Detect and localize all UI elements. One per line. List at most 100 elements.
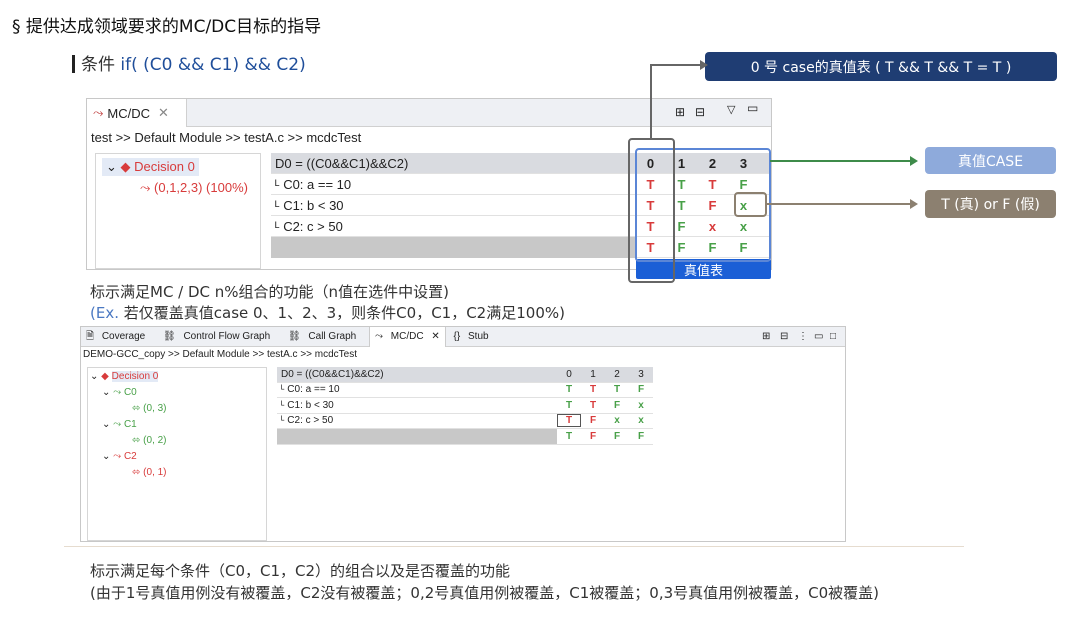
combo-label: (0,1,2,3) (100%): [154, 180, 248, 195]
case0-connector: [650, 64, 700, 139]
col-header: 1: [590, 368, 596, 380]
table-cell: x: [638, 399, 644, 411]
tf-arrowhead: [910, 199, 918, 209]
table-cell: x: [739, 218, 748, 234]
cell-highlight: [734, 192, 767, 217]
breadcrumb: DEMO-GCC_copy >> Default Module >> testA…: [83, 349, 358, 360]
header-label: D0 = ((C0&&C1)&&C2): [281, 368, 384, 380]
col-header: 3: [739, 155, 748, 171]
table-row[interactable]: ᴸ C0: a == 10 T T T F: [271, 174, 769, 195]
minimize-icon[interactable]: ▭: [814, 331, 824, 342]
table-cell: T: [646, 239, 655, 255]
caption-example: (Ex. 若仅覆盖真值case 0、1、2、3，则条件C0，C1，C2满足100…: [90, 302, 565, 323]
table-row[interactable]: ᴸ C2: c > 50 T F x x: [277, 414, 653, 429]
table-row-result[interactable]: T F F F: [277, 428, 653, 445]
table-cell: F: [589, 415, 597, 427]
tab-stub[interactable]: {} Stub: [453, 331, 489, 342]
tab-mcdc[interactable]: ⤳ MC/DC ✕: [87, 99, 187, 127]
table-cell: T: [677, 176, 686, 192]
tab-control-flow-graph[interactable]: ⛓ Control Flow Graph: [162, 331, 271, 342]
example-tag: (Ex.: [90, 304, 119, 322]
chevron-down-icon[interactable]: ⌄: [106, 159, 117, 174]
table-cell: F: [739, 176, 748, 192]
table-cell: T: [646, 197, 655, 213]
callout-true-false: T (真) or F (假): [925, 190, 1056, 218]
chevron-down-icon[interactable]: ⌄: [102, 387, 111, 398]
breadcrumb: test >> Default Module >> testA.c >> mcd…: [91, 130, 362, 145]
table-cell: T: [565, 384, 573, 396]
table-cell: T: [613, 384, 621, 396]
chevron-down-icon[interactable]: ⌄: [102, 419, 111, 430]
tree-item-combo[interactable]: ⤳ (0,1,2,3) (100%): [140, 180, 248, 196]
table-cell: T: [646, 176, 655, 192]
tree-item-decision[interactable]: ⌄ ◆ Decision 0: [102, 158, 199, 176]
view-menu-icon[interactable]: ⋮: [798, 331, 808, 342]
table-cell: T: [565, 430, 573, 442]
pair-icon: ⬄: [132, 467, 141, 478]
header-label: D0 = ((C0&&C1)&&C2): [275, 155, 409, 171]
tree-item-c1[interactable]: ⌄ ⤳ C1: [102, 419, 137, 430]
row-label: ᴸ C2: c > 50: [275, 218, 343, 234]
minimize-icon[interactable]: ▭: [747, 101, 759, 115]
table-row[interactable]: ᴸ C0: a == 10 T T T F: [277, 383, 653, 398]
decision-icon: ◆: [120, 159, 131, 174]
table-row[interactable]: ᴸ C1: b < 30 T T F x: [271, 195, 769, 216]
tree-item-c0[interactable]: ⌄ ⤳ C0: [102, 387, 137, 398]
tab-call-graph[interactable]: ⛓ Call Graph: [287, 331, 357, 342]
result-label: [271, 236, 635, 258]
table-cell: T: [589, 384, 597, 396]
table-row-result[interactable]: T F F F: [271, 236, 769, 258]
view-menu-icon[interactable]: ▽: [727, 104, 736, 116]
tree-item-c2[interactable]: ⌄ ⤳ C2: [102, 451, 137, 462]
table-cell: x: [614, 415, 620, 427]
caption-condition: 标示满足每个条件（C0，C1，C2）的组合以及是否覆盖的功能: [90, 562, 511, 580]
maximize-icon[interactable]: □: [830, 331, 837, 342]
expand-all-icon[interactable]: ⊞: [675, 105, 686, 119]
pair-icon: ⬄: [132, 435, 141, 446]
table-cell: T: [557, 414, 581, 428]
close-icon[interactable]: ✕: [158, 105, 169, 120]
col-header: 2: [614, 368, 620, 380]
tree-item-combo[interactable]: ⬄ (0, 2): [132, 435, 167, 446]
table-frame: [635, 148, 771, 262]
tab-mcdc[interactable]: ⤳ MC/DC ✕: [369, 327, 446, 347]
condition-icon: ⤳: [113, 419, 122, 430]
condition-icon: ⤳: [113, 387, 122, 398]
divider: [64, 546, 964, 547]
col-header: 2: [708, 155, 717, 171]
row-label: ᴸ C0: a == 10: [281, 384, 340, 396]
pair-icon: ⬄: [132, 403, 141, 414]
decision-label: Decision 0: [134, 159, 195, 174]
row-label: ᴸ C1: b < 30: [281, 399, 334, 411]
tab-bar: ⤳ MC/DC ✕ ⊞ ⊟ ▽ ▭: [87, 99, 771, 127]
table-cell: T: [589, 399, 597, 411]
col-header: 0: [646, 155, 655, 171]
callout-case0: 0 号 case的真值表 ( T && T && T = T ): [705, 52, 1057, 81]
truth-table-label: 真值表: [636, 259, 771, 279]
expand-all-icon[interactable]: ⊞: [762, 331, 771, 342]
example-text: 若仅覆盖真值case 0、1、2、3，则条件C0，C1，C2满足100%): [118, 304, 565, 322]
tree-item-combo[interactable]: ⬄ (0, 1): [132, 467, 167, 478]
collapse-all-icon[interactable]: ⊟: [780, 331, 789, 342]
true-case-arrowhead: [910, 156, 918, 166]
condition-icon: ⤳: [113, 451, 122, 462]
condition-label: 条件: [81, 55, 115, 75]
tree-item-decision[interactable]: ⌄ ◆ Decision 0: [90, 371, 159, 382]
table-cell: F: [708, 239, 717, 255]
decision-label: Decision 0: [111, 371, 159, 382]
collapse-all-icon[interactable]: ⊟: [695, 105, 706, 119]
table-row[interactable]: ᴸ C1: b < 30 T T F x: [277, 398, 653, 414]
bullet-bar: [72, 55, 75, 73]
chevron-down-icon[interactable]: ⌄: [102, 451, 111, 462]
table-cell: F: [613, 399, 621, 411]
table-cell: F: [589, 430, 597, 442]
table-cell: T: [646, 218, 655, 234]
table-cell: F: [739, 239, 748, 255]
mcdc-panel-top: ⤳ MC/DC ✕ ⊞ ⊟ ▽ ▭ test >> Default Module…: [86, 98, 772, 270]
tab-coverage[interactable]: 🗎 Coverage: [86, 331, 146, 342]
callout-true-case: 真值CASE: [925, 147, 1056, 174]
tree-item-combo[interactable]: ⬄ (0, 3): [132, 403, 167, 414]
slide-title: § 提供达成领域要求的MC/DC目标的指导: [12, 17, 322, 37]
table-cell: F: [677, 218, 686, 234]
chevron-down-icon[interactable]: ⌄: [90, 371, 99, 382]
